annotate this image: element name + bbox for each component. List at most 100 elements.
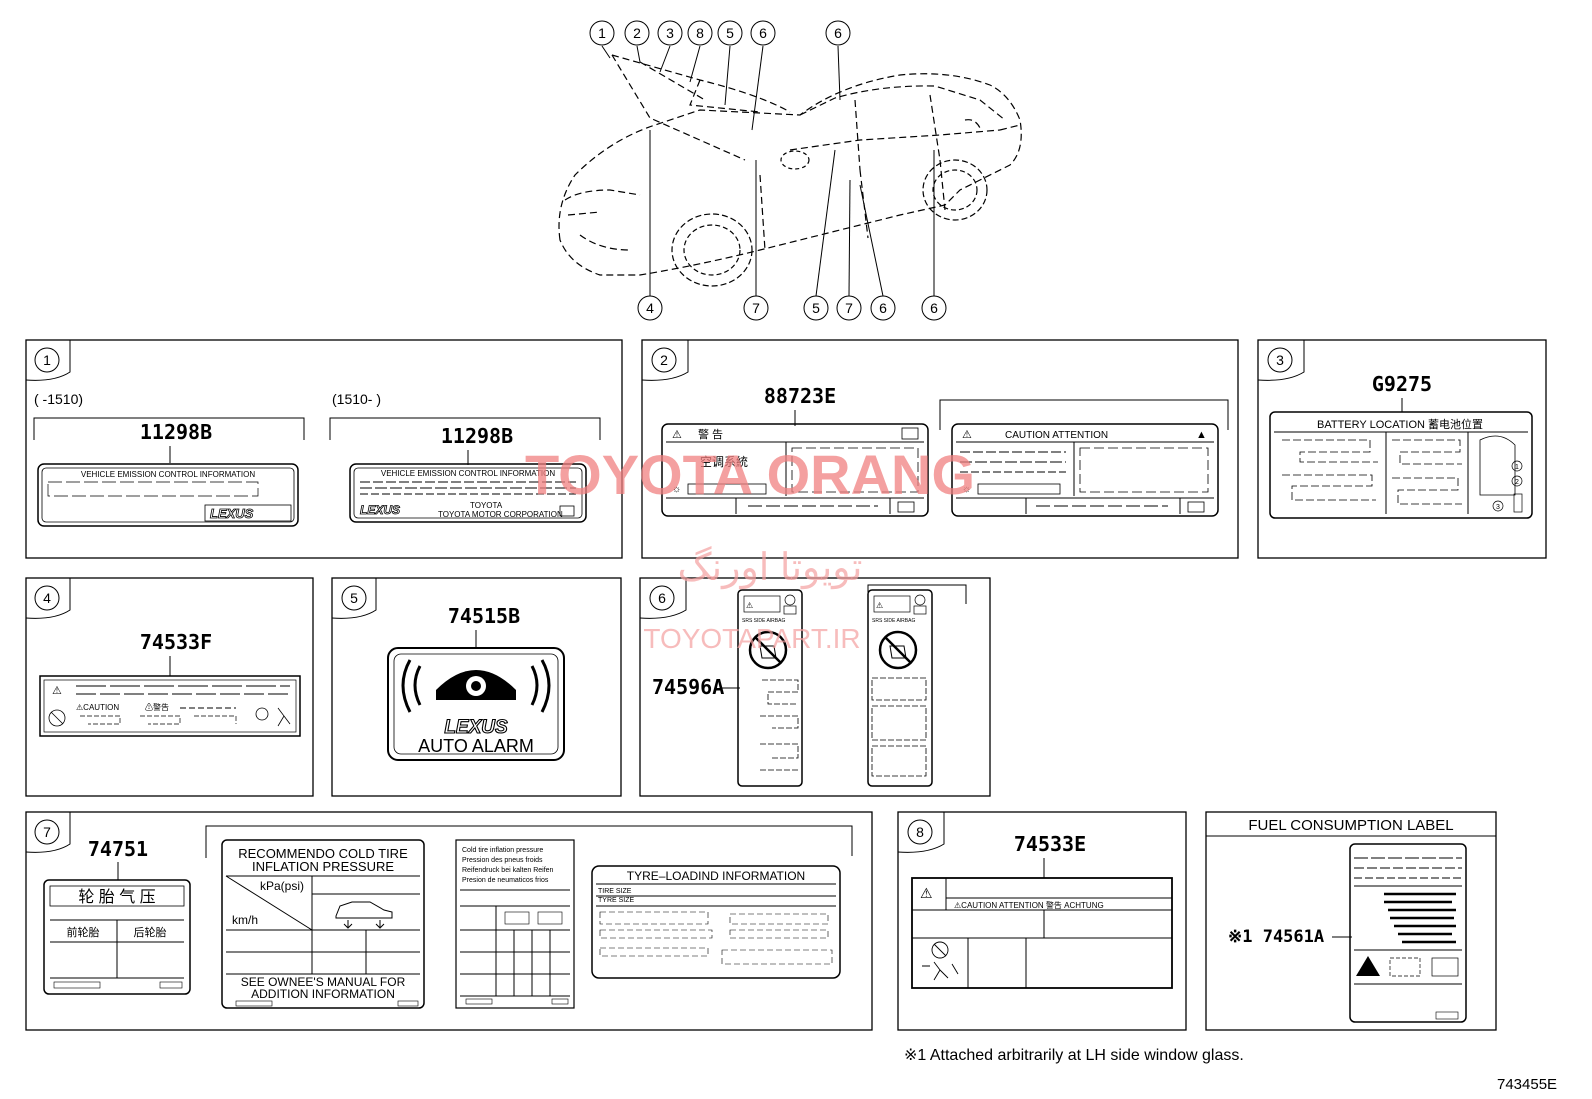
callout-circle: 2 (624, 20, 650, 46)
label-text: 空调系統 (700, 455, 748, 469)
panel-number: 3 (1276, 352, 1284, 368)
panel-7: 7 74751 轮 胎 气 压 前轮胎 后轮胎 RECOMMENDO COLD … (25, 811, 873, 1031)
callout-circle: 6 (921, 295, 947, 321)
callout-circle: 6 (870, 295, 896, 321)
car-side-icon (335, 901, 393, 929)
svg-text:6: 6 (834, 25, 842, 41)
callouts-bottom: 4 7 5 7 6 6 (637, 295, 947, 321)
aircon-icon: ▲ (1196, 429, 1207, 441)
panel-number: 5 (350, 590, 358, 606)
callout-circle: 6 (750, 20, 776, 46)
part-number: 74533F (140, 630, 212, 654)
svg-text:5: 5 (812, 300, 820, 316)
part-number: G9275 (1372, 372, 1432, 396)
callout-circle: 7 (743, 295, 769, 321)
callout-circle: 1 (589, 20, 615, 46)
panel-number: 4 (43, 590, 51, 606)
location-mark: 1 (1515, 464, 1519, 471)
watermark-persian: تویوتا اورنگ (678, 545, 863, 590)
tyre-row: TIRE SIZE (598, 888, 632, 895)
svg-text:5: 5 (726, 25, 734, 41)
rec-title-line1: RECOMMENDO COLD TIRE (238, 846, 408, 861)
maker-corp: TOYOTA MOTOR CORPORATION (438, 510, 563, 519)
part-number: 74596A (652, 675, 724, 699)
warning-triangle-icon: ⚠ (746, 601, 753, 610)
warning-triangle-icon: ⚠ (876, 601, 883, 610)
panel-3: 3 G9275 BATTERY LOCATION 蓄电池位置 1 2 3 (1257, 339, 1547, 559)
part-number: 11298B (441, 424, 513, 448)
figure-id: 743455E (1497, 1076, 1557, 1093)
part-number: 74751 (88, 837, 148, 861)
range-label: (1510- ) (332, 391, 381, 407)
alarm-text: AUTO ALARM (418, 736, 534, 756)
front-tire-label: 前轮胎 (67, 925, 100, 939)
svg-text:6: 6 (930, 300, 938, 316)
part-number: 74515B (448, 604, 520, 628)
label-title: CAUTION ATTENTION (1005, 430, 1108, 441)
warning-triangle-icon: ⚠ (920, 885, 933, 901)
tyre-row: TYRE SIZE (598, 897, 635, 904)
warning-triangle-icon: ⚠ (962, 429, 972, 441)
callouts-top: 1 2 3 8 5 6 6 (589, 20, 851, 46)
callout-circle: 5 (717, 20, 743, 46)
watermark-site: TOYOTAPART.IR (643, 623, 860, 654)
watermark-main: TOYOTA ORANG (525, 443, 975, 506)
warning-text: ⚠警告 (145, 702, 169, 712)
alarm-car-icon (401, 659, 551, 713)
tyre-info-title: TYRE–LOADIND INFORMATION (627, 869, 805, 883)
panel-2: 2 88723E ⚠ 警 告 空调系統 ☼ ⚠ CAUTION ATTENTIO… (641, 339, 1239, 559)
callout-circle: 4 (637, 295, 663, 321)
part-number: 88723E (764, 384, 836, 408)
multi-line: Presion de neumaticos frios (462, 877, 549, 884)
callout-circle: 8 (687, 20, 713, 46)
warning-triangle-icon: ⚠ (672, 429, 682, 441)
svg-text:6: 6 (759, 25, 767, 41)
callout-circle: 3 (657, 20, 683, 46)
label-title: BATTERY LOCATION 蓄电池位置 (1317, 417, 1483, 431)
location-mark: 2 (1515, 479, 1519, 486)
airbag-tags: SRS SIDE AIRBAG (742, 618, 785, 624)
warning-triangle-icon: ⚠ (52, 685, 62, 697)
multi-line: Pression des pneus froids (462, 857, 543, 864)
label-heading: VEHICLE EMISSION CONTROL INFORMATION (381, 469, 555, 478)
svg-text:2: 2 (633, 25, 641, 41)
caution-text: ⚠CAUTION (76, 703, 119, 712)
lexus-logo: LEXUS (360, 503, 400, 517)
callout-circle: 6 (825, 20, 851, 46)
label-heading: VEHICLE EMISSION CONTROL INFORMATION (81, 470, 255, 479)
panel-6: 6 74596A ⚠ SRS SIDE AIRBAG ⚠ SRS SIDE AI… (639, 577, 991, 797)
part-number: 74533E (1014, 832, 1086, 856)
car-illustration (558, 54, 1022, 287)
panel-number: 6 (658, 590, 666, 606)
callout-leaders (601, 45, 935, 297)
svg-text:4: 4 (646, 300, 654, 316)
tire-label-title: 轮 胎 气 压 (78, 888, 155, 906)
svg-text:7: 7 (845, 300, 853, 316)
panel-number: 8 (916, 824, 924, 840)
maker-text: TOYOTA (470, 501, 503, 510)
svg-text:6: 6 (879, 300, 887, 316)
lexus-logo: LEXUS (444, 717, 508, 738)
warning-band: ⚠CAUTION ATTENTION 警告 ACHTUNG (954, 900, 1104, 910)
lexus-logo: LEXUS (210, 506, 254, 521)
footnote: ※1 Attached arbitrarily at LH side windo… (904, 1047, 1244, 1064)
sun-icon: ☼ (962, 484, 971, 495)
callout-circle: 5 (803, 295, 829, 321)
multi-line: Reifendruck bei kalten Reifen (462, 867, 554, 874)
multi-line: Cold tire inflation pressure (462, 847, 543, 854)
watermark: TOYOTA ORANG تویوتا اورنگ TOYOTAPART.IR (525, 443, 975, 654)
rear-tire-label: 后轮胎 (134, 925, 167, 939)
range-label: ( -1510) (34, 391, 83, 407)
rec-footer-line1: SEE OWNEE'S MANUAL FOR (241, 975, 406, 989)
rec-title-line2: INFLATION PRESSURE (252, 859, 394, 874)
panel-8: 8 74533E ⚠ ⚠CAUTION ATTENTION 警告 ACHTUNG (897, 811, 1187, 1031)
panel-number: 1 (43, 352, 51, 368)
panel-1: 1 ( -1510) (1510- ) 11298B 11298B VEHICL… (25, 339, 623, 559)
svg-text:7: 7 (752, 300, 760, 316)
panel-number: 7 (43, 824, 51, 840)
fuel-panel-title: FUEL CONSUMPTION LABEL (1248, 817, 1453, 834)
label-title: 警 告 (698, 427, 723, 441)
panel-fuel: FUEL CONSUMPTION LABEL ※1 74561A (1205, 811, 1497, 1031)
sun-icon: ☼ (672, 484, 681, 495)
